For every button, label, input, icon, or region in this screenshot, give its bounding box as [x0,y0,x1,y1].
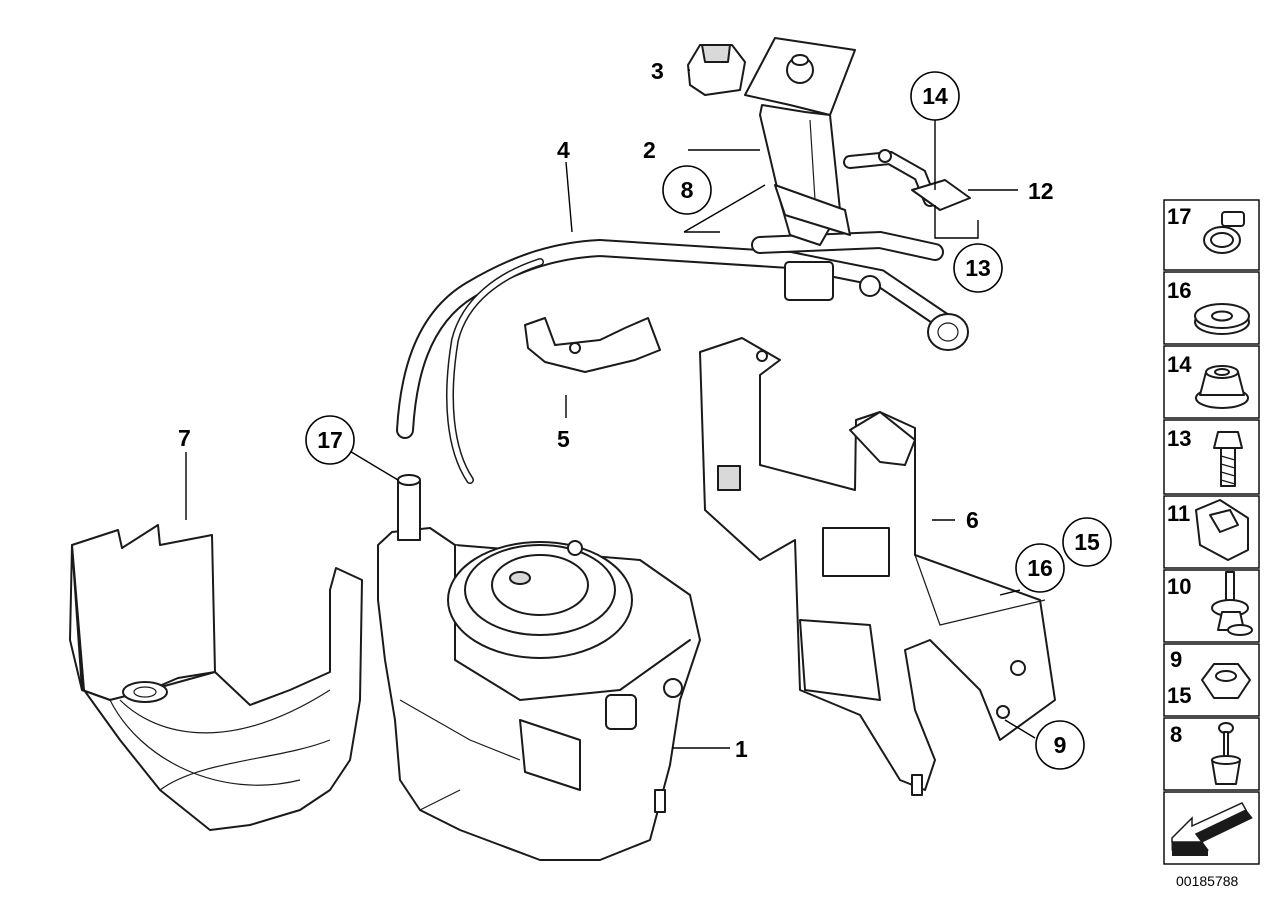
index-cell-13 [1163,419,1260,495]
clip-nut-icon [1195,499,1249,561]
index-label-17: 17 [1167,204,1191,229]
callout-1: 1 [735,736,748,762]
callout-7: 7 [178,425,191,451]
callout-3: 3 [651,58,664,84]
callout-12: 12 [1028,178,1054,204]
part-12-hose [843,149,971,211]
index-label-13: 13 [1167,426,1191,451]
callout-circle-14 [910,71,960,121]
callout-circle-16 [1015,543,1065,593]
document-id: 00185788 [1176,873,1239,889]
index-cell-8 [1163,717,1260,791]
hose-clamp-icon [1203,211,1245,254]
part-7-shield [69,524,363,831]
push-rivet-icon [1211,722,1241,785]
part-4-hose [396,230,969,484]
callouts: 3 2 4 5 6 7 1 12 8 14 13 17 15 16 9 [178,58,1112,770]
callout-4: 4 [557,137,570,163]
callout-circle-17 [305,415,355,465]
part-5-clip [524,317,661,373]
index-label-15: 15 [1167,683,1191,708]
index-label-16: 16 [1167,278,1191,303]
parts-index-sidebar: 17 16 14 13 [1163,199,1260,889]
callout-circle-15 [1062,517,1112,567]
callout-6: 6 [966,507,979,533]
part-6-bracket [699,337,1056,796]
washer-icon [1194,303,1250,335]
callout-5: 5 [557,426,570,452]
index-label-11: 11 [1167,501,1190,526]
index-label-8: 8 [1170,722,1182,747]
direction-arrow-icon [1171,802,1253,856]
part-2-filler-neck [744,37,856,246]
callout-17: 17 [317,427,343,453]
callout-circle-8 [662,165,712,215]
index-label-9: 9 [1170,647,1182,672]
leader-lines [185,69,1036,749]
part-1-tank [377,474,701,861]
part-3-cap [687,44,746,96]
expansion-stud-icon [1211,571,1253,636]
callout-9: 9 [1054,732,1067,758]
callout-circle-9 [1035,720,1085,770]
callout-circle-13 [953,243,1003,293]
callout-14: 14 [922,83,948,109]
index-label-10: 10 [1167,574,1191,599]
hex-nut-icon [1201,663,1251,699]
hex-bolt-icon [1213,431,1243,487]
callout-13: 13 [965,255,991,281]
callout-15: 15 [1074,529,1100,555]
callout-8: 8 [681,177,694,203]
callout-2: 2 [643,137,656,163]
index-label-14: 14 [1167,352,1192,377]
callout-16: 16 [1027,555,1053,581]
flange-nut-icon [1195,365,1249,409]
